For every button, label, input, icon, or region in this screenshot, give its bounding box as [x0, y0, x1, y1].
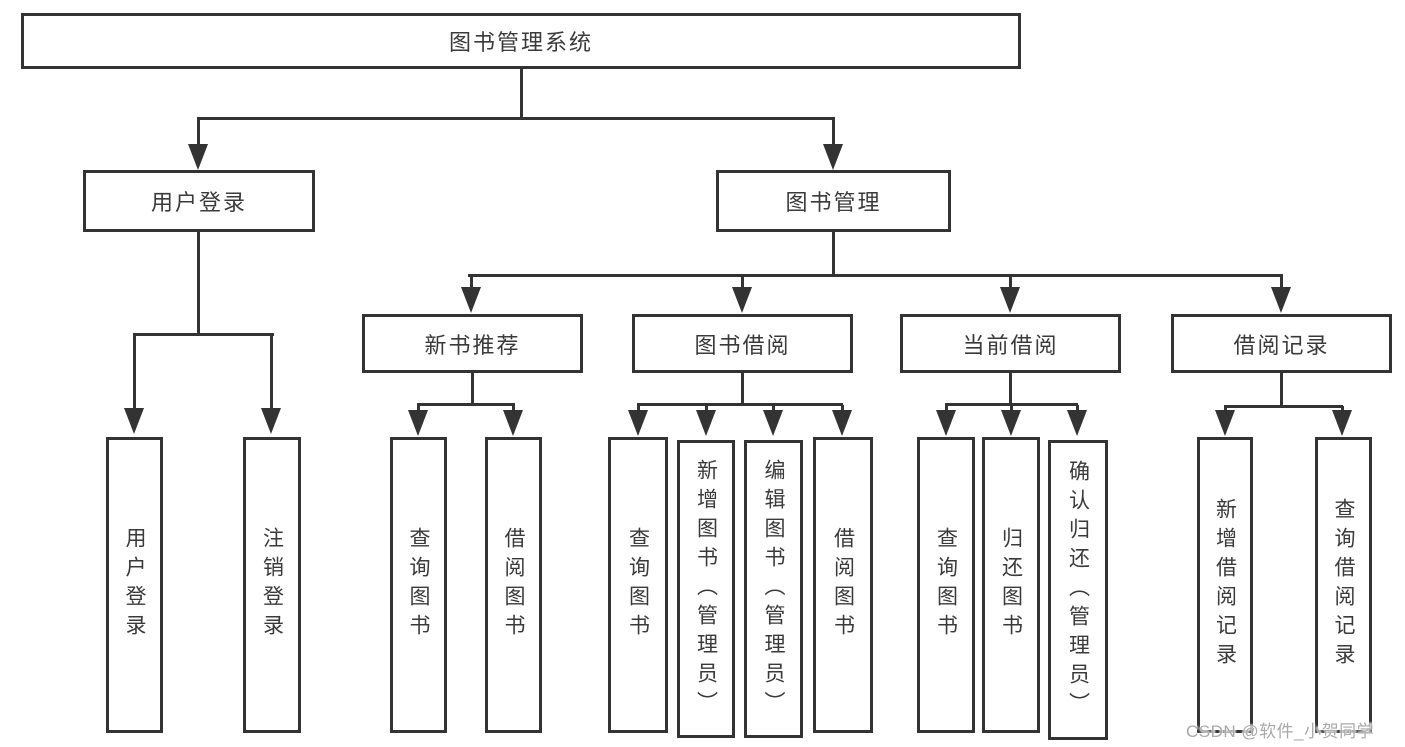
node-user-login: 用户登录 [83, 170, 315, 232]
connector-stem [1341, 406, 1344, 412]
leaf-label: 查询图书 [934, 527, 958, 643]
connector-bb-vertical [741, 373, 744, 405]
connector-bb-horizontal [637, 403, 843, 406]
leaf-label: 借阅图书 [831, 527, 855, 643]
node-leaf-logout: 注销登录 [243, 437, 301, 733]
connector-br-horizontal [1224, 405, 1343, 408]
arrow-down-icon [503, 410, 523, 436]
node-current-borrowing: 当前借阅 [900, 314, 1121, 373]
leaf-label: 借阅图书 [502, 527, 525, 643]
node-leaf-confirm-return-admin: 确认归还（管理员） [1048, 440, 1108, 740]
arrow-down-icon [1067, 410, 1087, 436]
node-book-management: 图书管理 [716, 170, 951, 232]
arrow-down-icon [936, 410, 956, 436]
connector-cb-vertical [1009, 373, 1012, 405]
arrow-down-icon [628, 410, 648, 436]
leaf-label: 注销登录 [260, 527, 284, 643]
arrow-down-icon [732, 287, 752, 313]
connector-stem [772, 405, 775, 413]
arrow-down-icon [823, 144, 843, 170]
arrow-down-icon [1001, 410, 1021, 436]
leaf-label: 查询图书 [626, 527, 650, 643]
csdn-watermark: CSDN @软件_小贺同学 [1186, 722, 1375, 741]
arrow-down-icon [188, 144, 208, 170]
leaf-label: 查询图书 [407, 527, 430, 643]
node-leaf-edit-books-admin: 编辑图书（管理员） [744, 440, 803, 738]
connector-br-vertical [1280, 373, 1283, 407]
arrow-down-icon [763, 410, 783, 436]
connector-stem-new-book [470, 276, 473, 289]
node-leaf-add-books-admin: 新增图书（管理员） [677, 440, 735, 738]
connector-bookmgmt-horizontal [468, 274, 1283, 277]
arrow-down-icon [408, 410, 428, 436]
connector-stem-user-login [197, 119, 200, 146]
node-leaf-return-books: 归还图书 [982, 437, 1040, 733]
connector-stem [512, 405, 515, 413]
connector-userlogin-horizontal [133, 333, 274, 336]
arrow-down-icon [1332, 410, 1352, 436]
arrow-down-icon [261, 408, 281, 434]
leaf-label: 编辑图书（管理员） [762, 458, 785, 720]
connector-stem-borrow-records [1280, 276, 1283, 289]
connector-stem [841, 405, 844, 413]
arrow-down-icon [1000, 287, 1020, 313]
node-leaf-query-books-borrow: 查询图书 [608, 437, 668, 733]
arrow-down-icon [832, 410, 852, 436]
leaf-label: 确认归还（管理员） [1066, 459, 1090, 721]
node-leaf-query-books-current: 查询图书 [917, 437, 975, 733]
connector-stem [945, 405, 948, 413]
node-root-library-system: 图书管理系统 [21, 13, 1021, 69]
connector-stem [637, 405, 640, 413]
node-borrowing-records: 借阅记录 [1171, 314, 1392, 373]
leaf-label: 新增借阅记录 [1213, 498, 1237, 672]
arrow-down-icon [461, 287, 481, 313]
node-leaf-query-borrow-record: 查询借阅记录 [1315, 437, 1372, 733]
leaf-label: 归还图书 [999, 527, 1023, 643]
connector-root-vertical [520, 69, 523, 119]
connector-stem [1076, 405, 1079, 413]
arrow-down-icon [1215, 410, 1235, 436]
node-leaf-user-login: 用户登录 [106, 437, 163, 733]
connector-stem [1010, 405, 1013, 413]
leaf-label: 查询借阅记录 [1332, 498, 1355, 672]
connector-userlogin-vertical [197, 232, 200, 335]
node-book-borrowing: 图书借阅 [632, 314, 853, 373]
connector-nbr-vertical [471, 373, 474, 405]
node-leaf-borrow-books-recommend: 借阅图书 [485, 437, 542, 733]
connector-stem-current-borrow [1009, 276, 1012, 289]
connector-bookmgmt-vertical [832, 232, 835, 276]
connector-stem-book-borrow [741, 276, 744, 289]
connector-stem-leaf-logout [270, 335, 273, 409]
connector-root-horizontal [197, 117, 835, 120]
connector-nbr-horizontal [417, 403, 515, 406]
node-leaf-add-borrow-record: 新增借阅记录 [1197, 437, 1253, 733]
node-leaf-query-books-recommend: 查询图书 [390, 437, 447, 733]
node-leaf-borrow-books: 借阅图书 [813, 437, 873, 733]
connector-stem-book-mgmt [832, 119, 835, 146]
connector-stem [705, 405, 708, 413]
leaf-label: 用户登录 [123, 527, 146, 643]
arrow-down-icon [1271, 287, 1291, 313]
connector-stem [417, 405, 420, 413]
connector-cb-horizontal [945, 403, 1078, 406]
node-new-book-recommend: 新书推荐 [362, 314, 583, 373]
arrow-down-icon [696, 410, 716, 436]
arrow-down-icon [124, 408, 144, 434]
connector-stem-leaf-login [133, 335, 136, 409]
connector-stem [1224, 406, 1227, 412]
leaf-label: 新增图书（管理员） [694, 458, 718, 720]
